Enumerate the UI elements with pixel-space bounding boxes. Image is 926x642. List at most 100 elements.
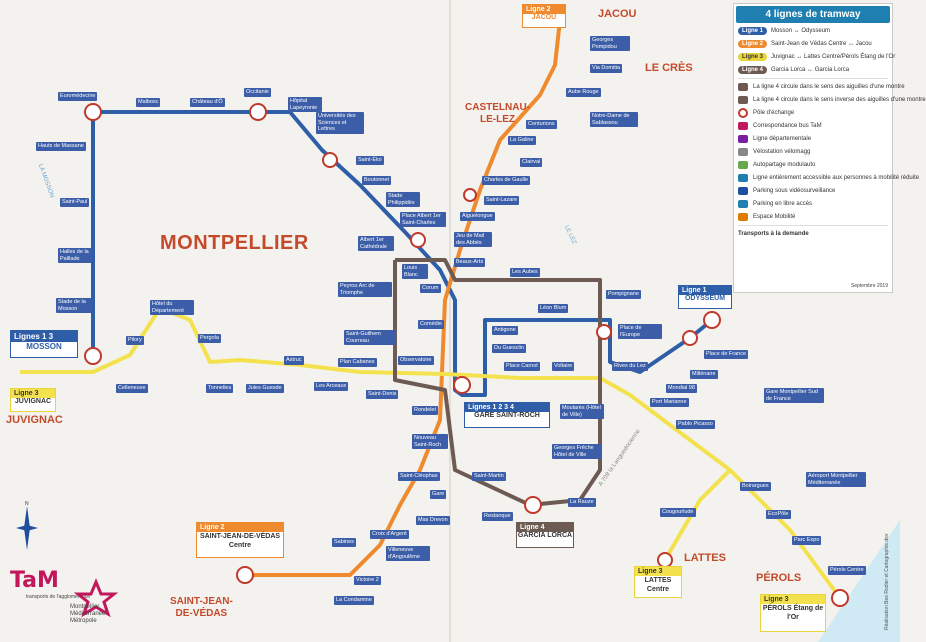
station-label[interactable]: Via Domitia	[590, 64, 623, 73]
wheelchair-icon	[738, 174, 748, 182]
station-label[interactable]: Centurions	[526, 120, 557, 129]
station-label[interactable]: Pompignane	[606, 290, 641, 299]
station-label[interactable]: Du Guesclin	[492, 344, 526, 353]
station-label[interactable]: Peyrou Arc de Triomphe	[338, 282, 392, 297]
station-label[interactable]: Place de France	[704, 350, 749, 359]
station-label[interactable]: Malbosc	[136, 98, 161, 107]
station-label[interactable]: Pilory	[126, 336, 144, 345]
station-label[interactable]: Aube Rouge	[566, 88, 601, 97]
station-label[interactable]: Mas Drevon	[416, 516, 450, 525]
station-label[interactable]: Aiguelongue	[460, 212, 495, 221]
station-label[interactable]: Clairval	[520, 158, 543, 167]
station-label[interactable]: Celleneuve	[116, 384, 148, 393]
terminal-garcia[interactable]: Ligne 4 GARCIA LORCA	[516, 522, 574, 548]
station-label[interactable]: Parc Expo	[792, 536, 822, 545]
legend-line-3-text: Juvignac ↔ Lattes Centre/Pérols Étang de…	[771, 54, 896, 60]
legend-item-text: Ligne départementale	[753, 136, 812, 142]
station-label[interactable]: Mondial 98	[666, 384, 697, 393]
station-label[interactable]: Astruc	[284, 356, 304, 365]
svg-text:N: N	[25, 501, 29, 507]
station-label[interactable]: Jules Guesde	[246, 384, 284, 393]
station-label[interactable]: Cougourlude	[660, 508, 696, 517]
station-label[interactable]: Euromédecine	[58, 92, 98, 101]
station-label[interactable]: La Condamine	[334, 596, 374, 605]
terminal-saintjean[interactable]: Ligne 2 SAINT-JEAN-DE-VÉDAS Centre	[196, 522, 284, 558]
station-label[interactable]: Rives du Lez	[612, 362, 648, 371]
station-label[interactable]: La Rauze	[568, 498, 596, 507]
station-label[interactable]: Sabines	[332, 538, 356, 547]
station-label[interactable]: Georges Pompidou	[590, 36, 630, 51]
video-parking-icon	[738, 187, 748, 195]
station-label[interactable]: Albert 1er Cathédrale	[358, 236, 394, 251]
station-label[interactable]: Saint-Guilhem Courreau	[344, 330, 396, 345]
station-label[interactable]: Plan Cabanes	[338, 358, 377, 367]
station-label[interactable]: Hôpital Lapeyronie	[288, 97, 322, 112]
station-label[interactable]: Les Arceaux	[314, 382, 349, 391]
station-label[interactable]: Port Marianne	[650, 398, 689, 407]
station-label[interactable]: Voltaire	[552, 362, 575, 371]
station-label[interactable]: Les Aubes	[510, 268, 540, 277]
station-label[interactable]: Beaux-Arts	[454, 258, 486, 267]
station-label[interactable]: Rondelet	[412, 406, 439, 415]
station-label[interactable]: Comédie	[418, 320, 445, 329]
station-label[interactable]: Hôtel du Département	[150, 300, 194, 315]
terminal-odysseum[interactable]: Ligne 1 ODYSSEUM	[678, 285, 732, 309]
station-label[interactable]: Villeneuve d'Angoulême	[386, 546, 430, 561]
terminal-perols[interactable]: Ligne 3 PÉROLS Étang de l'Or	[760, 594, 826, 632]
station-label[interactable]: Boutonnet	[362, 176, 392, 185]
legend-line-1-text: Mosson ↔ Odysseum	[771, 28, 831, 34]
station-label[interactable]: Place de l'Europe	[618, 324, 662, 339]
station-label[interactable]: Gare Montpellier Sud de France	[764, 388, 824, 403]
terminal-gare[interactable]: Lignes 1 2 3 4 GARE SAINT-ROCH	[464, 402, 550, 428]
station-label[interactable]: Saint-Denis	[366, 390, 399, 399]
terminal-mosson-name: MOSSON	[26, 342, 62, 351]
station-label[interactable]: Stade de la Mosson	[56, 298, 92, 313]
station-label[interactable]: Place Carnot	[504, 362, 540, 371]
station-label[interactable]: Jeu de Mail des Abbés	[454, 232, 492, 247]
station-label[interactable]: Nouveau Saint-Roch	[412, 434, 448, 449]
station-label[interactable]: Léon Blum	[538, 304, 569, 313]
station-label[interactable]: Croix d'Argent	[370, 530, 409, 539]
station-label[interactable]: Stade Philippidès	[386, 192, 420, 207]
station-label[interactable]: Boirargues	[740, 482, 771, 491]
station-label[interactable]: Restanque	[482, 512, 513, 521]
station-label[interactable]: EcoPôle	[766, 510, 791, 519]
station-label[interactable]: Notre-Dame de Sablassou	[590, 112, 638, 127]
station-label[interactable]: Place Albert 1er Saint-Charles	[400, 212, 446, 227]
legend-item-parking: Parking en libre accès	[738, 199, 888, 209]
terminal-jacou[interactable]: Ligne 2 JACOU	[522, 4, 566, 28]
station-label[interactable]: La Galine	[508, 136, 536, 145]
station-label[interactable]: Pablo Picasso	[676, 420, 715, 429]
station-label[interactable]: Château d'Ô	[190, 98, 225, 107]
station-label[interactable]: Universités des Sciences et Lettres	[316, 112, 364, 134]
station-label[interactable]: Observatoire	[398, 356, 434, 365]
station-label[interactable]: Georges Frêche Hôtel de Ville	[552, 444, 602, 459]
terminal-juvignac[interactable]: Ligne 3 JUVIGNAC	[10, 388, 56, 412]
station-label[interactable]: Louis Blanc	[402, 264, 428, 279]
station-label[interactable]: Antigone	[492, 326, 518, 335]
station-label[interactable]: Charles de Gaulle	[482, 176, 531, 185]
station-label[interactable]: Occitanie	[244, 88, 271, 97]
legend-item-bus: Correspondance bus TaM	[738, 121, 888, 131]
station-label[interactable]: Victoire 2	[354, 576, 381, 585]
station-label[interactable]: Hauts de Massane	[36, 142, 86, 151]
compass-icon: N	[16, 501, 38, 550]
station-label[interactable]: Halles de la Paillade	[58, 248, 92, 263]
station-label[interactable]: Moularès (Hôtel de Ville)	[560, 404, 604, 419]
station-label[interactable]: Pergola	[198, 334, 221, 343]
station-label[interactable]: Corum	[420, 284, 441, 293]
station-label[interactable]: Saint-Paul	[60, 198, 90, 207]
station-label[interactable]: Saint-Cléophas	[398, 472, 440, 481]
station-label[interactable]: Saint-Martin	[472, 472, 506, 481]
terminal-lattes[interactable]: Ligne 3 LATTES Centre	[634, 566, 682, 598]
station-label[interactable]: Tonnelles	[206, 384, 234, 393]
legend-item-text: La ligne 4 circule dans le sens inverse …	[753, 97, 926, 103]
station-label[interactable]: Millénaire	[690, 370, 718, 379]
station-label[interactable]: Pérols Centre	[828, 566, 866, 575]
terminal-mosson[interactable]: Lignes 1 3 MOSSON	[10, 330, 78, 358]
legend-item-text: Ligne entièrement accessible aux personn…	[753, 175, 920, 181]
station-label[interactable]: Saint-Lazare	[484, 196, 520, 205]
station-label[interactable]: Aéroport Montpellier Méditerranée	[806, 472, 866, 487]
station-label[interactable]: Saint-Éloi	[356, 156, 384, 165]
station-label[interactable]: Gare	[430, 490, 447, 499]
